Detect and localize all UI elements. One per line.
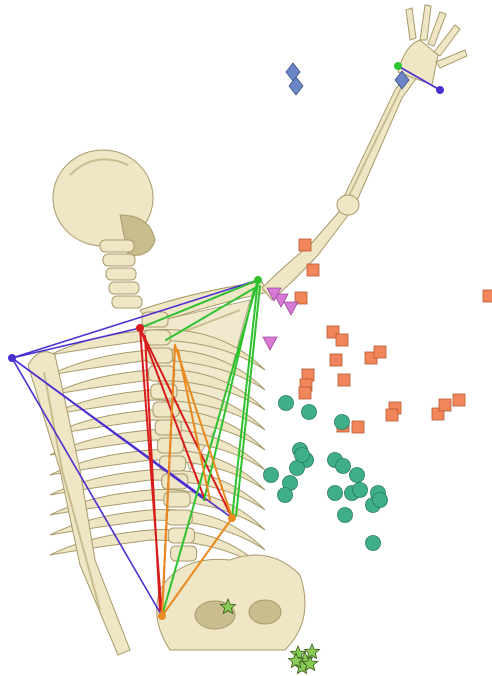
circle-marker [338, 508, 353, 523]
circle-marker [366, 536, 381, 551]
hand [398, 5, 467, 85]
square-marker [352, 421, 364, 433]
joint-dot [158, 612, 166, 620]
right-arm [262, 70, 418, 300]
vertebra [171, 546, 197, 561]
square-marker [453, 394, 465, 406]
vertebra [168, 528, 194, 543]
square-marker [338, 374, 350, 386]
square-marker [386, 409, 398, 421]
circle-marker [264, 468, 279, 483]
circle-marker [335, 415, 350, 430]
square-marker [483, 290, 492, 302]
circle-marker [328, 486, 343, 501]
circle-marker [353, 483, 368, 498]
vertebra [153, 402, 179, 417]
pelvis [157, 555, 305, 650]
square-marker [330, 354, 342, 366]
square-marker [439, 399, 451, 411]
circle-marker [350, 468, 365, 483]
circle-marker [278, 488, 293, 503]
square-marker [307, 264, 319, 276]
joint-dot [254, 276, 262, 284]
square-marker [299, 387, 311, 399]
diamond-marker [289, 77, 303, 95]
triangle-marker [263, 337, 277, 350]
joint-dot [136, 324, 144, 332]
joint-dot [394, 62, 402, 70]
joint-dot [8, 354, 16, 362]
circle-marker [279, 396, 294, 411]
circle-marker [336, 459, 351, 474]
triangle-marker [284, 302, 298, 315]
circle-marker [373, 493, 388, 508]
square-marker [299, 239, 311, 251]
skeleton [28, 5, 467, 655]
joint-dot [228, 514, 236, 522]
square-marker [336, 334, 348, 346]
circle-marker [302, 405, 317, 420]
square-marker [374, 346, 386, 358]
joint-dot [436, 86, 444, 94]
diamond-marker [286, 63, 300, 81]
circle-marker [295, 448, 310, 463]
